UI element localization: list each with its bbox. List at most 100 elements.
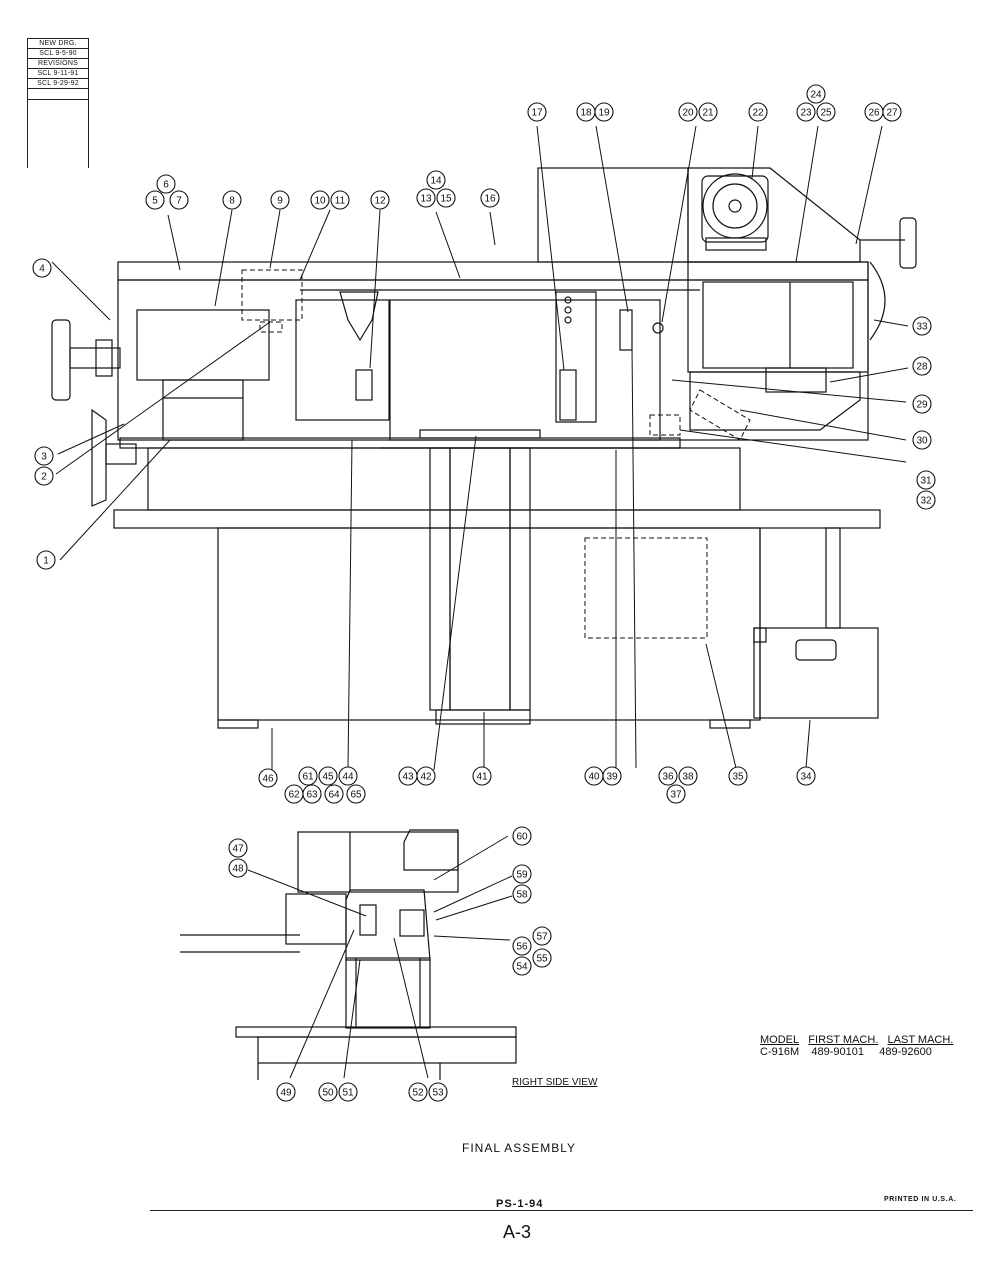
callout-circle-47 (228, 838, 248, 858)
callout-number-62: 62 (288, 790, 300, 801)
last-mach-value: 489-92600 (879, 1046, 932, 1058)
callout-circle-49 (276, 1082, 296, 1102)
callout-number-55: 55 (536, 954, 548, 965)
right-side-view (180, 829, 517, 1080)
callout-number-8: 8 (229, 196, 235, 207)
callout-circle-21 (698, 102, 718, 122)
callout-circle-11 (330, 190, 350, 210)
callout-number-13: 13 (420, 194, 432, 205)
callout-circle-10 (310, 190, 330, 210)
callout-circle-50 (318, 1082, 338, 1102)
callout-number-54: 54 (516, 962, 528, 973)
side-vise-post (345, 957, 431, 1029)
callout-number-43: 43 (402, 772, 414, 783)
saw-base (147, 447, 741, 511)
callout-number-34: 34 (800, 772, 812, 783)
callout-number-51: 51 (342, 1088, 354, 1099)
callout-number-2: 2 (41, 472, 47, 483)
callout-number-29: 29 (916, 400, 928, 411)
saw-frame-body (117, 279, 869, 441)
callout-circle-16 (480, 188, 500, 208)
first-mach-header: FIRST MACH. (808, 1034, 879, 1046)
callout-circle-12 (370, 190, 390, 210)
blade-opening (389, 299, 661, 441)
callout-number-27: 27 (886, 108, 898, 119)
doc-number: PS-1-94 (496, 1198, 544, 1210)
revision-entry-2: SCL 9-29-92 (28, 78, 88, 88)
side-vise-clamp (345, 889, 431, 961)
callout-number-58: 58 (516, 890, 528, 901)
callout-number-22: 22 (752, 108, 764, 119)
callout-circle-58 (512, 884, 532, 904)
callout-circle-57 (532, 926, 552, 946)
side-motor (285, 893, 347, 945)
footer-rule (150, 1210, 973, 1211)
belt-guard-top (537, 167, 689, 263)
model-header: MODEL (760, 1034, 800, 1046)
callout-circle-23 (796, 102, 816, 122)
belt-guard-cover (687, 167, 861, 263)
callout-circle-33 (912, 316, 932, 336)
callout-circle-3 (34, 446, 54, 466)
gear-box-lower (162, 379, 244, 441)
revision-entry-1: SCL 9-11-91 (28, 68, 88, 78)
callout-circle-46 (258, 768, 278, 788)
callout-number-24: 24 (810, 90, 822, 101)
callout-number-6: 6 (163, 180, 169, 191)
right-blade-guide (555, 291, 597, 423)
callout-circle-59 (512, 864, 532, 884)
callout-number-37: 37 (670, 790, 682, 801)
chip-tray-handle (795, 639, 837, 661)
callout-number-40: 40 (588, 772, 600, 783)
callout-circle-13 (416, 188, 436, 208)
tension-arc (869, 261, 886, 341)
gear-case-cover (702, 281, 854, 369)
callout-circle-6 (156, 174, 176, 194)
callout-number-18: 18 (580, 108, 592, 119)
callout-number-46: 46 (262, 774, 274, 785)
drawing-title: FINAL ASSEMBLY (462, 1141, 577, 1155)
callout-number-64: 64 (328, 790, 340, 801)
callout-circle-44 (338, 766, 358, 786)
callout-number-52: 52 (412, 1088, 424, 1099)
callout-circle-8 (222, 190, 242, 210)
chip-tray (753, 627, 879, 719)
callout-circle-54 (512, 956, 532, 976)
callout-circle-53 (428, 1082, 448, 1102)
callout-number-31: 31 (920, 476, 932, 487)
callout-number-26: 26 (868, 108, 880, 119)
new-drg-heading: NEW DRG. (28, 38, 88, 48)
callout-circle-22 (748, 102, 768, 122)
callout-number-42: 42 (420, 772, 432, 783)
callout-number-61: 61 (302, 772, 314, 783)
side-view-label: RIGHT SIDE VIEW (512, 1077, 598, 1088)
callout-circle-27 (882, 102, 902, 122)
model-table: MODEL FIRST MACH. LAST MACH. C-916M 489-… (760, 1034, 953, 1058)
callout-circle-32 (916, 490, 936, 510)
callout-number-57: 57 (536, 932, 548, 943)
callout-number-65: 65 (350, 790, 362, 801)
callout-number-63: 63 (306, 790, 318, 801)
callout-number-21: 21 (702, 108, 714, 119)
callout-circle-34 (796, 766, 816, 786)
callout-number-60: 60 (516, 832, 528, 843)
cabinet-body (217, 527, 761, 721)
callout-circle-36 (658, 766, 678, 786)
lower-housing (689, 371, 861, 431)
callout-number-15: 15 (440, 194, 452, 205)
model-value: C-916M (760, 1046, 800, 1058)
callout-number-9: 9 (277, 196, 283, 207)
callout-circle-52 (408, 1082, 428, 1102)
callout-number-19: 19 (598, 108, 610, 119)
callout-circle-48 (228, 858, 248, 878)
callout-number-32: 32 (920, 496, 932, 507)
callout-number-44: 44 (342, 772, 354, 783)
callout-number-4: 4 (39, 264, 45, 275)
callout-circle-41 (472, 766, 492, 786)
callout-circle-29 (912, 394, 932, 414)
callout-number-53: 53 (432, 1088, 444, 1099)
machine-front-view (51, 167, 917, 729)
left-blade-guide (295, 299, 390, 421)
callout-circle-30 (912, 430, 932, 450)
gear-case (687, 261, 869, 373)
